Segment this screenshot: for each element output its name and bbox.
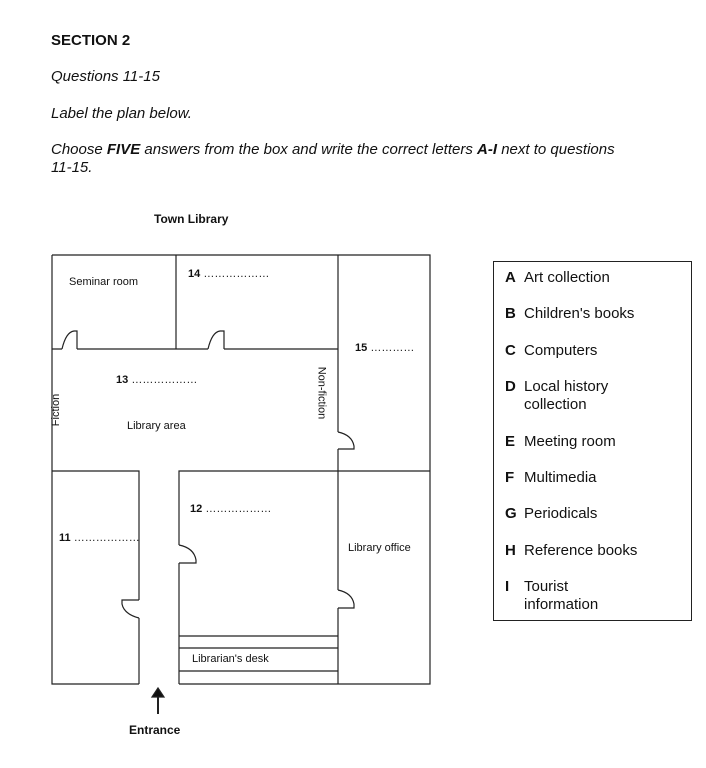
door-room15-icon (337, 431, 355, 450)
instruction-text: 11-15. (51, 159, 93, 176)
option-f: F Multimedia (505, 469, 597, 487)
q11-dots: ……………… (73, 532, 140, 544)
option-letter: C (505, 342, 516, 359)
option-g: G Periodicals (505, 505, 597, 523)
door-office-icon (337, 589, 355, 609)
option-letter: E (505, 433, 516, 450)
room-library-area-label: Library area (127, 420, 186, 432)
option-e: E Meeting room (505, 433, 616, 451)
blank-q11[interactable]: 11 ……………… (59, 532, 140, 544)
q15-number: 15 (355, 342, 368, 354)
option-letter: B (505, 305, 516, 322)
instruction-bold-letters: A-I (477, 141, 498, 158)
fiction-label: Fiction (50, 393, 63, 427)
instruction-bold-five: FIVE (106, 141, 141, 158)
instruction-text: answers from the box and write the corre… (140, 141, 478, 158)
option-d: D Local history collection (505, 378, 634, 414)
option-c: C Computers (505, 342, 597, 360)
room-library-office-label: Library office (348, 542, 411, 554)
q13-number: 13 (116, 374, 129, 386)
door-room12-icon (178, 544, 197, 564)
door-room11-icon (121, 599, 140, 619)
questions-range: Questions 11-15 (51, 68, 160, 85)
option-letter: H (505, 542, 516, 559)
option-letter: A (505, 269, 516, 286)
q13-dots: ……………… (131, 374, 198, 386)
instruction-label-plan: Label the plan below. (51, 105, 192, 122)
entrance-arrowhead-icon (150, 686, 166, 698)
plan-title: Town Library (154, 212, 229, 226)
outer-wall (51, 254, 431, 685)
option-a: A Art collection (505, 269, 610, 287)
option-letter: G (505, 505, 517, 522)
option-text: Meeting room (524, 433, 616, 450)
q15-dots: ………… (370, 342, 415, 354)
option-text: Computers (524, 342, 598, 359)
option-text: Multimedia (524, 469, 597, 486)
q11-number: 11 (59, 532, 71, 544)
instruction-choose: Choose FIVE answers from the box and wri… (51, 141, 615, 177)
option-letter: D (505, 378, 516, 395)
wall (178, 470, 338, 684)
q14-dots: ……………… (203, 268, 270, 280)
instruction-text: next to questions (497, 141, 615, 158)
librarians-desk-label: Librarian's desk (192, 653, 269, 665)
option-b: B Children's books (505, 305, 634, 323)
wall (52, 470, 140, 684)
section-heading: SECTION 2 (51, 32, 131, 49)
option-i: I Tourist information (505, 578, 614, 614)
non-fiction-label: Non-fiction (315, 366, 328, 420)
blank-q12[interactable]: 12 ……………… (190, 503, 271, 515)
option-text: Tourist information (524, 578, 599, 613)
blank-q14[interactable]: 14 ……………… (188, 268, 269, 280)
option-letter: F (505, 469, 515, 486)
option-text: Reference books (524, 542, 638, 559)
option-letter: I (505, 578, 510, 595)
q14-number: 14 (188, 268, 201, 280)
option-text: Art collection (524, 269, 610, 286)
instruction-text: Choose (51, 141, 107, 158)
blank-q13[interactable]: 13 ……………… (116, 374, 197, 386)
door-seminar-icon (61, 330, 78, 350)
librarians-desk-lines (179, 635, 338, 672)
options-box: A Art collection B Children's books C Compu… (493, 261, 692, 621)
blank-q15[interactable]: 15 ………… (355, 342, 414, 354)
room-seminar-label: Seminar room (69, 276, 139, 288)
option-h: H Reference books (505, 542, 637, 560)
option-text: Local history collection (524, 378, 609, 413)
door-room14-icon (207, 330, 225, 350)
option-text: Children's books (524, 305, 635, 322)
q12-number: 12 (190, 503, 203, 515)
entrance-label: Entrance (129, 723, 181, 737)
option-text: Periodicals (524, 505, 598, 522)
q12-dots: ……………… (205, 503, 272, 515)
